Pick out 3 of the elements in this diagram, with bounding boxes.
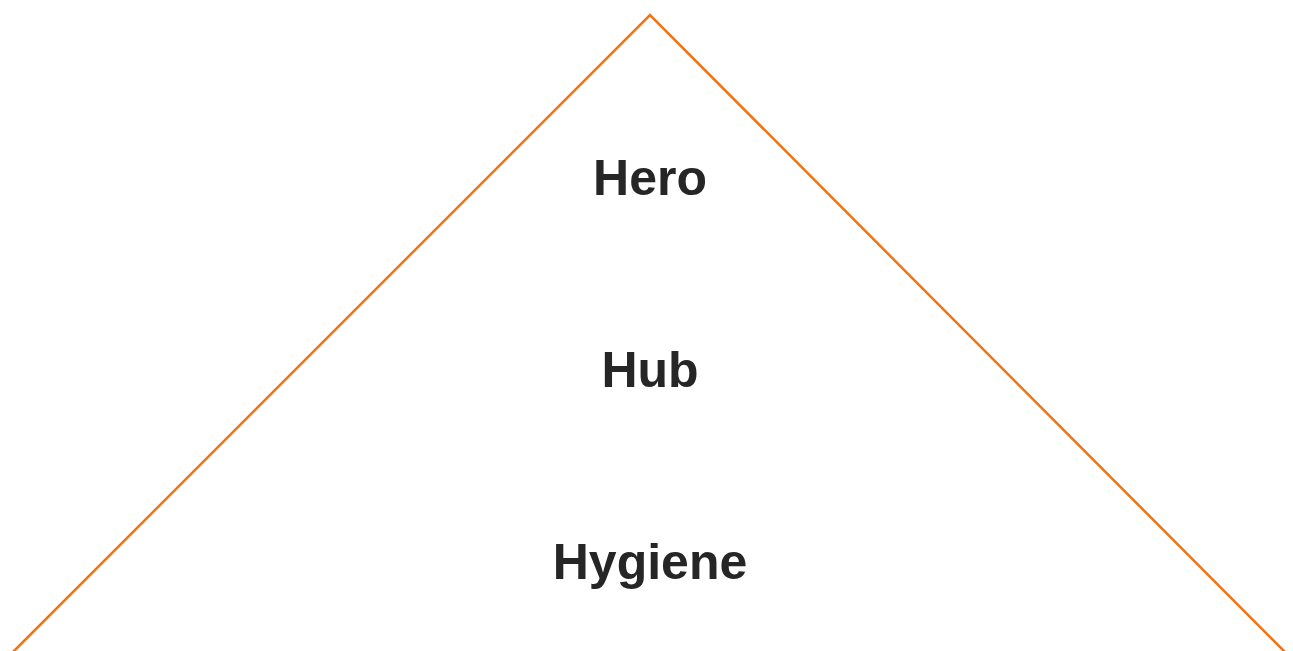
tier-label: Hygiene [552,537,748,587]
tier-label: Hub [601,345,699,395]
tier-label: Hero [593,153,707,203]
